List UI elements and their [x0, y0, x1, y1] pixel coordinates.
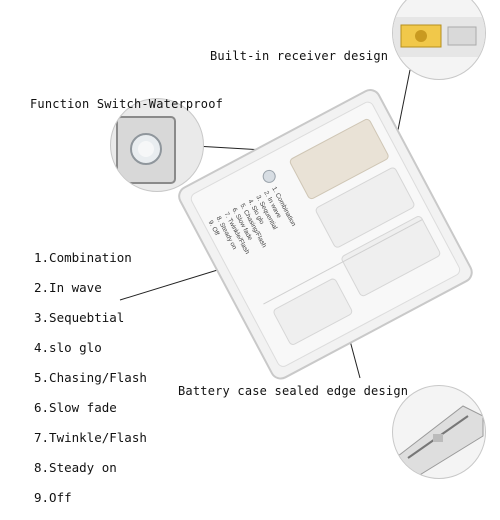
- mode-item: 9.Off: [34, 490, 72, 505]
- mode-item: 7.Twinkle/Flash: [34, 430, 147, 445]
- mode-item: 2.In wave: [34, 280, 102, 295]
- receiver-callout: Built-in receiver design: [210, 49, 389, 63]
- mode-item: 6.Slow fade: [34, 400, 117, 415]
- battery-case-illustration: 1. Combination 2. In wave 3. Sequential …: [119, 69, 473, 380]
- switch-callout: Function Switch-Waterproof: [30, 97, 224, 111]
- mode-item: 3.Sequebtial: [34, 310, 125, 325]
- switch-zoom-inset: [110, 98, 204, 192]
- mode-item: 5.Chasing/Flash: [34, 370, 147, 385]
- mode-item: 1.Combination: [34, 250, 132, 265]
- mode-item: 4.slo glo: [34, 340, 102, 355]
- edge-zoom-inset: [392, 385, 486, 479]
- lighting-mode-list: 1.Combination 2.In wave 3.Sequebtial 4.s…: [34, 250, 147, 520]
- battery-edge-callout: Battery case sealed edge design: [178, 384, 409, 398]
- mode-item: 8.Steady on: [34, 460, 117, 475]
- battery-case: [178, 89, 473, 380]
